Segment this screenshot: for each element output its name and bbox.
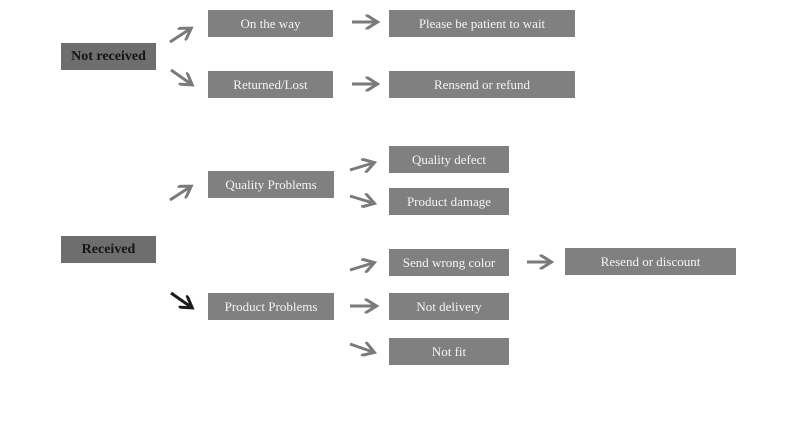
returned-lost-node: Returned/Lost bbox=[208, 71, 333, 98]
quality-problems-node: Quality Problems bbox=[208, 171, 334, 198]
arrow-quality-to-damage bbox=[349, 196, 373, 203]
arrow-product-to-wrong-color bbox=[349, 263, 373, 270]
not-received-node: Not received bbox=[61, 43, 156, 70]
arrow-received-to-product-problems bbox=[170, 291, 191, 307]
product-damage-node: Product damage bbox=[389, 188, 509, 215]
arrow-product-to-not-fit bbox=[349, 344, 373, 352]
product-problems-node: Product Problems bbox=[208, 293, 334, 320]
arrow-not-received-to-on-the-way bbox=[169, 29, 190, 44]
quality-defect-node: Quality defect bbox=[389, 146, 509, 173]
resend-discount-node: Resend or discount bbox=[565, 248, 736, 275]
received-node: Received bbox=[61, 236, 156, 263]
patient-wait-node: Please be patient to wait bbox=[389, 10, 575, 37]
not-delivery-node: Not delivery bbox=[389, 293, 509, 320]
resend-refund-node: Rensend or refund bbox=[389, 71, 575, 98]
on-the-way-node: On the way bbox=[208, 10, 333, 37]
arrow-not-received-to-returned-lost bbox=[170, 68, 191, 84]
arrow-received-to-quality-problems bbox=[169, 187, 190, 202]
arrow-quality-to-defect bbox=[349, 163, 373, 170]
not-fit-node: Not fit bbox=[389, 338, 509, 365]
send-wrong-color-node: Send wrong color bbox=[389, 249, 509, 276]
